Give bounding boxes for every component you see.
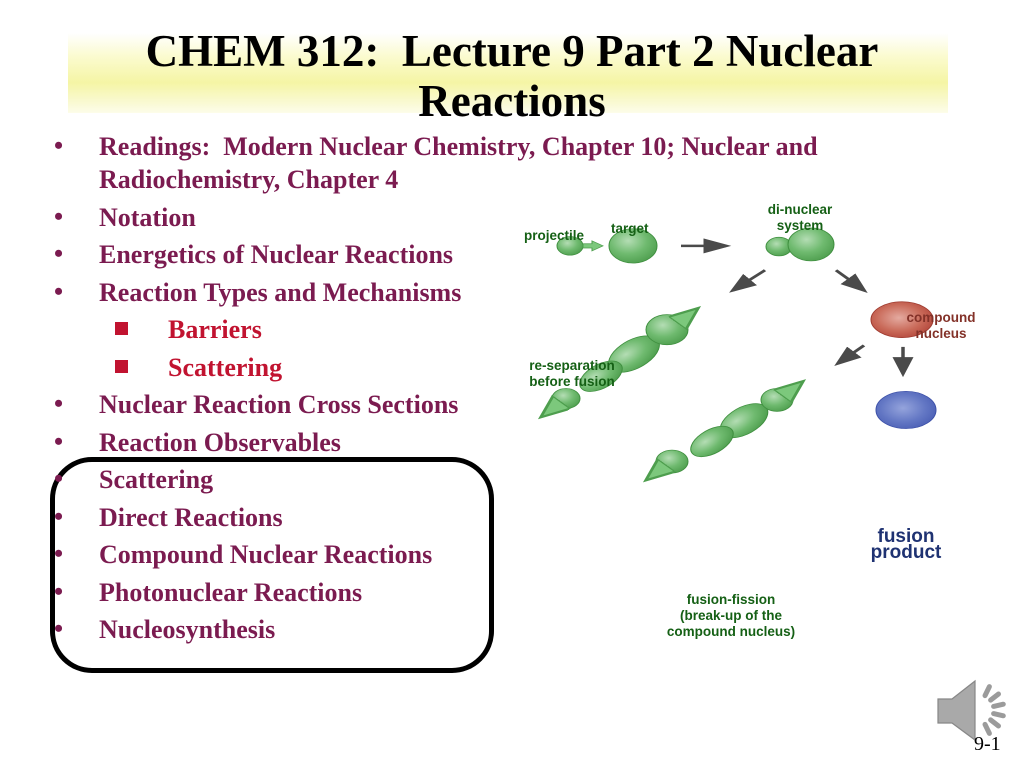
- bullet-marker: •: [54, 389, 64, 418]
- bullet-marker: •: [54, 426, 64, 456]
- page-number: 9-1: [974, 733, 1001, 755]
- dinuclear-large-ball: [787, 227, 835, 262]
- list-item-cross-sections: •Nuclear Reaction Cross Sections: [54, 389, 459, 419]
- compound-nucleus-ellipse: [870, 301, 934, 338]
- list-item-scattering: •Scattering: [54, 464, 214, 494]
- speaker-body: [937, 679, 976, 742]
- fusion-product-label: fusion product: [870, 526, 942, 563]
- list-item-direct-reactions: •Direct Reactions: [54, 501, 283, 532]
- fusion-product-ellipse: [875, 390, 937, 429]
- arrow-to-compound: [834, 269, 868, 293]
- reseparation-up-arrow: [682, 312, 693, 320]
- list-item-barriers: Barriers: [40, 313, 970, 346]
- emphasis-rounded-box: [50, 457, 494, 673]
- reseparation-lobe-small: [579, 360, 623, 392]
- nuclear-reaction-diagram: [500, 227, 937, 670]
- arrow-to-fission: [834, 344, 866, 366]
- fission-down-arrow: [651, 469, 661, 476]
- sub-bullet-square: [115, 322, 128, 335]
- list-item-compound-nuclear: •Compound Nuclear Reactions: [54, 539, 433, 569]
- slide-title-line2: Reactions: [418, 76, 606, 126]
- bullet-marker: •: [54, 131, 64, 160]
- projectile-label: projectile: [524, 228, 585, 243]
- arrow-to-reseparation: [729, 269, 767, 293]
- bullet-marker: •: [54, 239, 64, 268]
- projectile-arrow: [582, 240, 604, 252]
- sound-waves: [982, 684, 1006, 736]
- sub-bullet-square: [115, 359, 128, 373]
- speaker-sound-icon[interactable]: [930, 672, 1015, 750]
- bullet-marker: •: [54, 501, 64, 531]
- bullet-marker: •: [54, 576, 64, 606]
- fission-up-arrow: [788, 385, 798, 392]
- list-item-observables: •Reaction Observables: [54, 426, 341, 457]
- list-item-energetics: •Energetics of Nuclear Reactions: [54, 239, 454, 269]
- fission-lobe-small: [690, 425, 734, 458]
- list-item-photonuclear: •Photonuclear Reactions: [54, 576, 363, 607]
- reseparation-down-arrow: [546, 406, 556, 413]
- bullet-marker: •: [54, 539, 64, 568]
- list-item-notation: •Notation: [54, 201, 196, 232]
- bullet-marker: •: [54, 276, 64, 306]
- bullet-marker: •: [54, 464, 64, 493]
- list-item-reaction-types: •Reaction Types and Mechanisms: [54, 276, 462, 307]
- title-highlight-band: [68, 33, 948, 113]
- target-nucleus: [608, 228, 658, 264]
- bullet-marker: •: [54, 614, 64, 643]
- bullet-marker: •: [54, 201, 64, 231]
- slide-title-line1: CHEM 312: Lecture 9 Part 2 Nuclear: [145, 26, 879, 76]
- bullet-list: •Readings: Modern Nuclear Chemistry, Cha…: [40, 130, 970, 651]
- target-label: target: [611, 221, 649, 236]
- list-item-nucleosynthesis: •Nucleosynthesis: [54, 614, 276, 644]
- list-item-scattering-sub: Scattering: [40, 351, 970, 384]
- list-item-readings: •Readings: Modern Nuclear Chemistry, Cha…: [54, 131, 818, 194]
